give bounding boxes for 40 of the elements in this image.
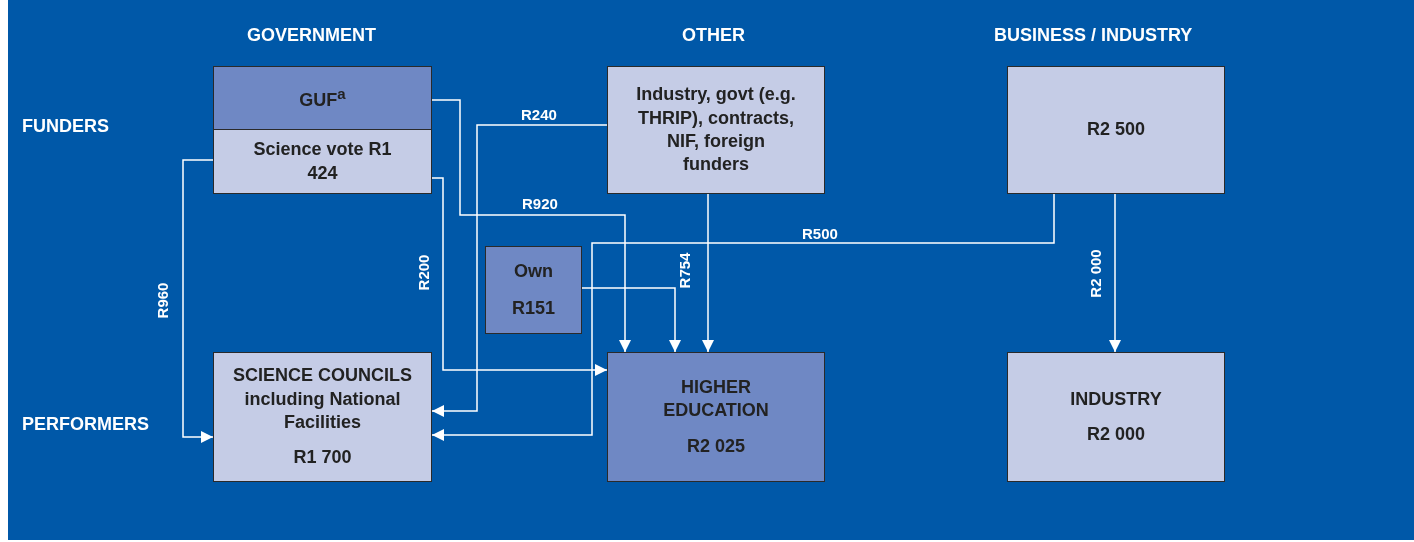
node-label: Science vote R1 424 bbox=[252, 138, 393, 185]
node-label: R151 bbox=[512, 297, 555, 320]
column-heading: OTHER bbox=[682, 25, 745, 46]
arrow bbox=[431, 99, 631, 353]
row-heading: FUNDERS bbox=[22, 116, 109, 137]
column-heading: BUSINESS / INDUSTRY bbox=[994, 25, 1193, 46]
edge-label: R754 bbox=[677, 252, 693, 288]
arrow bbox=[431, 124, 608, 417]
edge-label: R200 bbox=[416, 254, 432, 290]
node-label: Industry, govt (e.g. THRIP), contracts, NIF, foreign funders bbox=[635, 83, 797, 177]
node-label: SCIENCE COUNCILS including National Facilities bbox=[232, 364, 413, 434]
edge-label: R960 bbox=[155, 282, 171, 318]
arrow bbox=[702, 193, 714, 353]
node-label: INDUSTRY bbox=[1070, 387, 1162, 411]
arrow bbox=[581, 287, 681, 353]
edge-label: R920 bbox=[522, 196, 558, 211]
node-label: R1 700 bbox=[293, 446, 352, 470]
funder-box bbox=[1007, 66, 1225, 194]
performer-box bbox=[607, 352, 825, 482]
row-heading: PERFORMERS bbox=[22, 414, 149, 435]
node-label: R2 500 bbox=[1086, 118, 1145, 142]
arrow bbox=[1109, 193, 1121, 353]
funder-box bbox=[607, 66, 825, 194]
edge-label: R240 bbox=[521, 107, 557, 122]
arrow bbox=[182, 159, 214, 443]
arrow bbox=[431, 193, 1055, 441]
funder-box bbox=[485, 246, 582, 334]
column-heading: GOVERNMENT bbox=[247, 25, 376, 46]
node-label: Own bbox=[514, 259, 553, 283]
node-label: R2 000 bbox=[1086, 423, 1145, 446]
performer-box bbox=[1007, 352, 1225, 482]
node-label: GUF$^{a}$ bbox=[299, 83, 346, 112]
edge-label: R500 bbox=[802, 226, 838, 241]
funding-band bbox=[213, 66, 432, 130]
node-label: R2 025 bbox=[686, 434, 745, 458]
funding-band bbox=[213, 129, 432, 194]
node-label: HIGHER EDUCATION bbox=[662, 375, 770, 423]
edge-label: R2 000 bbox=[1087, 248, 1103, 298]
performer-box bbox=[213, 352, 432, 482]
arrow bbox=[431, 177, 608, 376]
